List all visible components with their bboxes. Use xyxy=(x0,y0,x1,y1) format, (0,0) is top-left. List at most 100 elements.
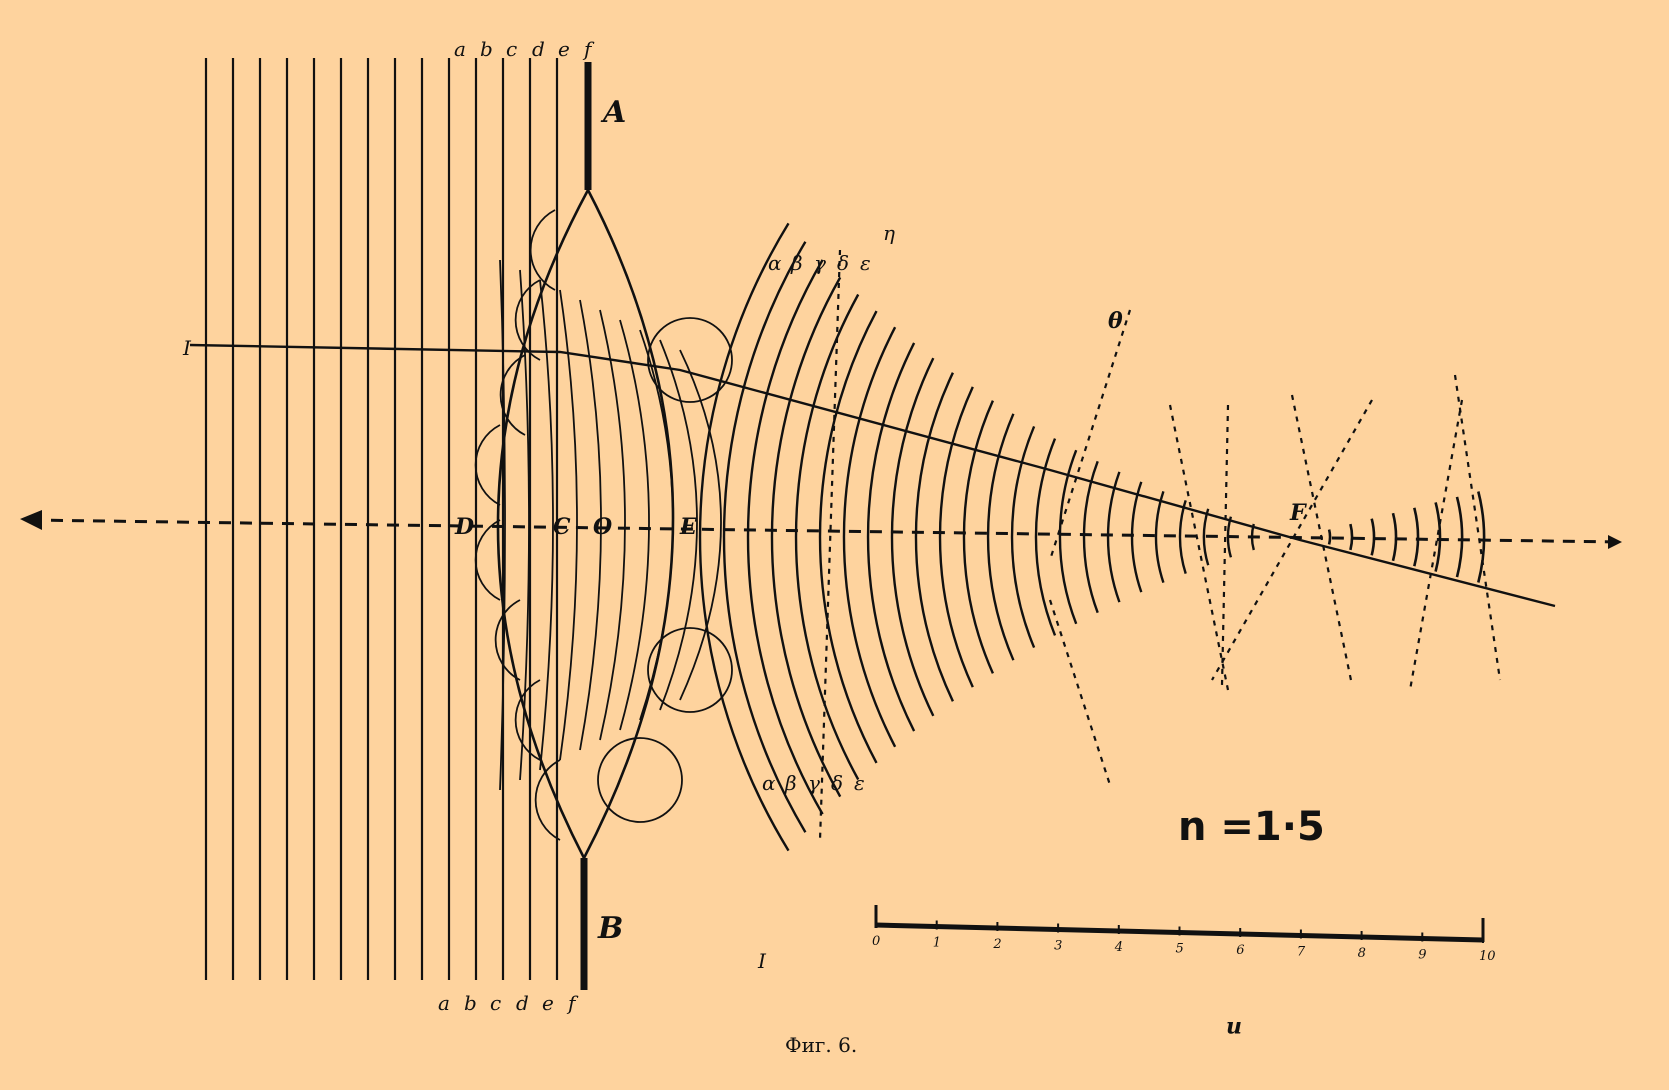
construction-line xyxy=(1048,309,1132,561)
construction-line xyxy=(1048,599,1112,786)
converging-wavefront xyxy=(890,357,935,717)
converging-wavefront xyxy=(1130,481,1143,593)
converging-wavefront xyxy=(866,342,916,732)
construction-line xyxy=(1211,399,1373,681)
converging-wavefront xyxy=(1058,449,1078,625)
converging-wavefront xyxy=(914,372,954,702)
axis-left-arrow xyxy=(20,510,42,530)
scale-bar xyxy=(874,905,1485,943)
converging-wavefront xyxy=(1154,491,1165,583)
greek-letter-bottom: α xyxy=(762,771,776,795)
label-screen-top: A xyxy=(600,95,626,130)
scale-tick-label: 2 xyxy=(992,937,1001,952)
converging-wavefront xyxy=(1034,438,1057,636)
axis-right-arrow xyxy=(1608,535,1622,549)
label-point-e: E xyxy=(679,514,698,540)
greek-letter-top: η xyxy=(883,221,895,245)
wavelet-arc xyxy=(514,279,541,361)
converging-wavefront xyxy=(770,276,842,798)
wavelet-arc xyxy=(474,519,501,601)
diverging-wavefront xyxy=(1349,523,1354,551)
incident-plane-wavefronts xyxy=(204,58,559,980)
oblique-ray xyxy=(189,343,1556,608)
converging-wavefront xyxy=(794,293,860,781)
diverging-wavefront xyxy=(1413,507,1420,567)
greek-letter-top: γ xyxy=(814,251,826,275)
greek-letter-top: β xyxy=(790,251,803,275)
diverging-wavefront xyxy=(1370,518,1376,556)
converging-wavefront xyxy=(842,326,897,748)
construction-line xyxy=(1290,394,1354,686)
optical-axis xyxy=(29,518,1621,544)
label-point-o: O xyxy=(593,514,612,540)
scale-tick-label: 7 xyxy=(1297,945,1306,960)
greek-letter-bottom: β xyxy=(784,771,797,795)
construction-dotted-lines xyxy=(818,249,1502,841)
label-bottom-ray-end: I xyxy=(757,949,767,973)
greek-letter-bottom: δ xyxy=(831,771,843,795)
wavelet-circle xyxy=(647,627,733,713)
label-focus: F xyxy=(1289,500,1307,526)
greek-letter-bottom: γ xyxy=(808,771,820,795)
scale-tick-label: 10 xyxy=(1479,949,1496,964)
scale-tick-label: 1 xyxy=(933,936,941,951)
greek-letter-top: ε xyxy=(860,251,871,275)
wavelet-arc xyxy=(474,424,501,506)
lens-wavefront xyxy=(599,309,626,741)
bottom-wave-letter: a xyxy=(438,991,450,1015)
label-ray-start: I xyxy=(182,336,192,360)
scale-tick-label: 5 xyxy=(1176,942,1184,957)
wavelet-arc xyxy=(529,209,556,291)
top-wave-letter: d xyxy=(532,37,545,61)
lens-wavefront xyxy=(619,319,650,731)
converging-wavefront xyxy=(1178,500,1187,574)
converging-wavefront xyxy=(938,386,974,688)
bottom-wave-letter: b xyxy=(464,991,477,1015)
bottom-wave-letter: f xyxy=(566,991,579,1015)
construction-line xyxy=(1453,374,1502,681)
converging-wavefront xyxy=(698,222,790,852)
construction-line xyxy=(1168,404,1230,691)
lens-wavefront xyxy=(579,299,602,751)
converging-wavefront xyxy=(1106,471,1121,603)
diverging-wavefront xyxy=(1434,502,1442,572)
converging-wavefront xyxy=(1010,425,1036,649)
converging-wavefront xyxy=(722,241,807,833)
converging-wavefront xyxy=(1082,460,1099,614)
construction-line xyxy=(1220,404,1230,686)
top-wave-letter: e xyxy=(558,37,570,61)
top-wave-letter: c xyxy=(506,37,517,61)
wavelet-arc xyxy=(494,599,521,681)
scale-tick-label: 3 xyxy=(1054,939,1062,954)
wavelet-arc xyxy=(499,354,526,436)
scale-tick-label: 9 xyxy=(1418,948,1426,963)
scale-tick-label: 6 xyxy=(1236,943,1244,958)
greek-letter-top: α xyxy=(768,251,782,275)
huygens-wavelet-arcs xyxy=(474,209,733,841)
scale-tick-label: 4 xyxy=(1114,940,1123,955)
diverging-wavefront xyxy=(1391,512,1398,562)
greek-letter-top: δ xyxy=(837,251,849,275)
construction-line xyxy=(818,249,842,841)
lens-wavefront xyxy=(679,349,722,701)
label-point-c: C xyxy=(553,514,571,540)
bottom-wave-letter: d xyxy=(516,991,529,1015)
bottom-wave-letter: e xyxy=(542,991,554,1015)
converging-wavefront xyxy=(962,400,994,674)
diverging-wavefront xyxy=(1455,496,1464,578)
label-screen-bottom: B xyxy=(597,911,623,946)
greek-letter-bottom: ε xyxy=(854,771,865,795)
construction-line xyxy=(1408,399,1464,691)
lens-wavefront xyxy=(659,339,698,711)
top-wave-letter: f xyxy=(582,37,595,61)
lens-outline xyxy=(496,187,675,861)
bottom-mark: n xyxy=(1226,1016,1242,1042)
diverging-wavefront xyxy=(1477,491,1486,583)
converging-wavefront xyxy=(746,259,824,815)
converging-wavefront xyxy=(986,413,1015,661)
diverging-wavefronts xyxy=(1327,491,1486,583)
